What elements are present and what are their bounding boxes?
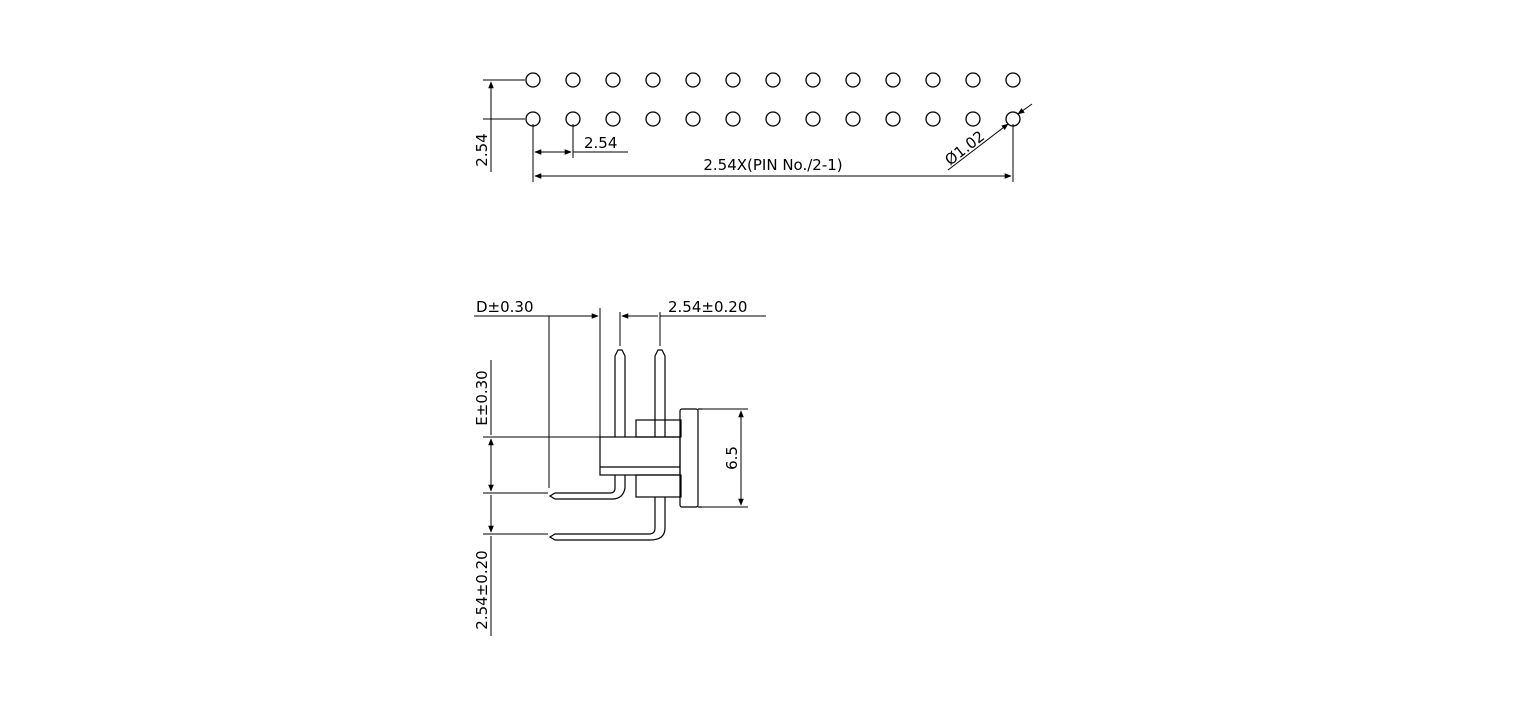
d-dimension-label: D±0.30 [476,298,534,316]
pcb-hole [885,72,901,88]
hole-pattern-dimensions: 2.54 2.54 2.54X(PIN No./2-1) Ø1.02 [473,79,1033,182]
pcb-hole [845,111,861,127]
pcb-hole [725,72,741,88]
bottom-row-pitch-label: 2.54±0.20 [473,550,491,629]
pcb-hole [965,72,981,88]
pcb-hole [965,111,981,127]
side-view-dimensions: D±0.30 2.54±0.20 E±0.30 2.54±0.20 6.5 [473,298,766,636]
pcb-hole [605,72,621,88]
pcb-hole [765,72,781,88]
pcb-hole [1005,111,1021,127]
pcb-hole [565,111,581,127]
pcb-hole [685,111,701,127]
pin-pitch-label: 2.54±0.20 [668,298,747,316]
pcb-hole [925,72,941,88]
pcb-hole [525,72,541,88]
column-pitch-label: 2.54 [584,134,617,152]
pcb-hole [645,72,661,88]
pcb-hole [725,111,741,127]
pcb-hole [845,72,861,88]
pcb-hole [1005,72,1021,88]
pcb-hole [645,111,661,127]
pcb-hole [885,111,901,127]
height-label: 6.5 [723,446,741,470]
pcb-hole [685,72,701,88]
pcb-hole [605,111,621,127]
pcb-hole-pattern [525,72,1021,127]
hole-diameter-label: Ø1.02 [941,127,988,169]
e-dimension-label: E±0.30 [473,370,491,425]
pcb-hole [805,111,821,127]
pcb-hole [565,72,581,88]
row-pitch-label: 2.54 [473,133,491,166]
pcb-hole [765,111,781,127]
pcb-hole [925,111,941,127]
overall-length-label: 2.54X(PIN No./2-1) [703,156,842,174]
pcb-hole [525,111,541,127]
connector-side-view [548,349,702,541]
pcb-hole [805,72,821,88]
